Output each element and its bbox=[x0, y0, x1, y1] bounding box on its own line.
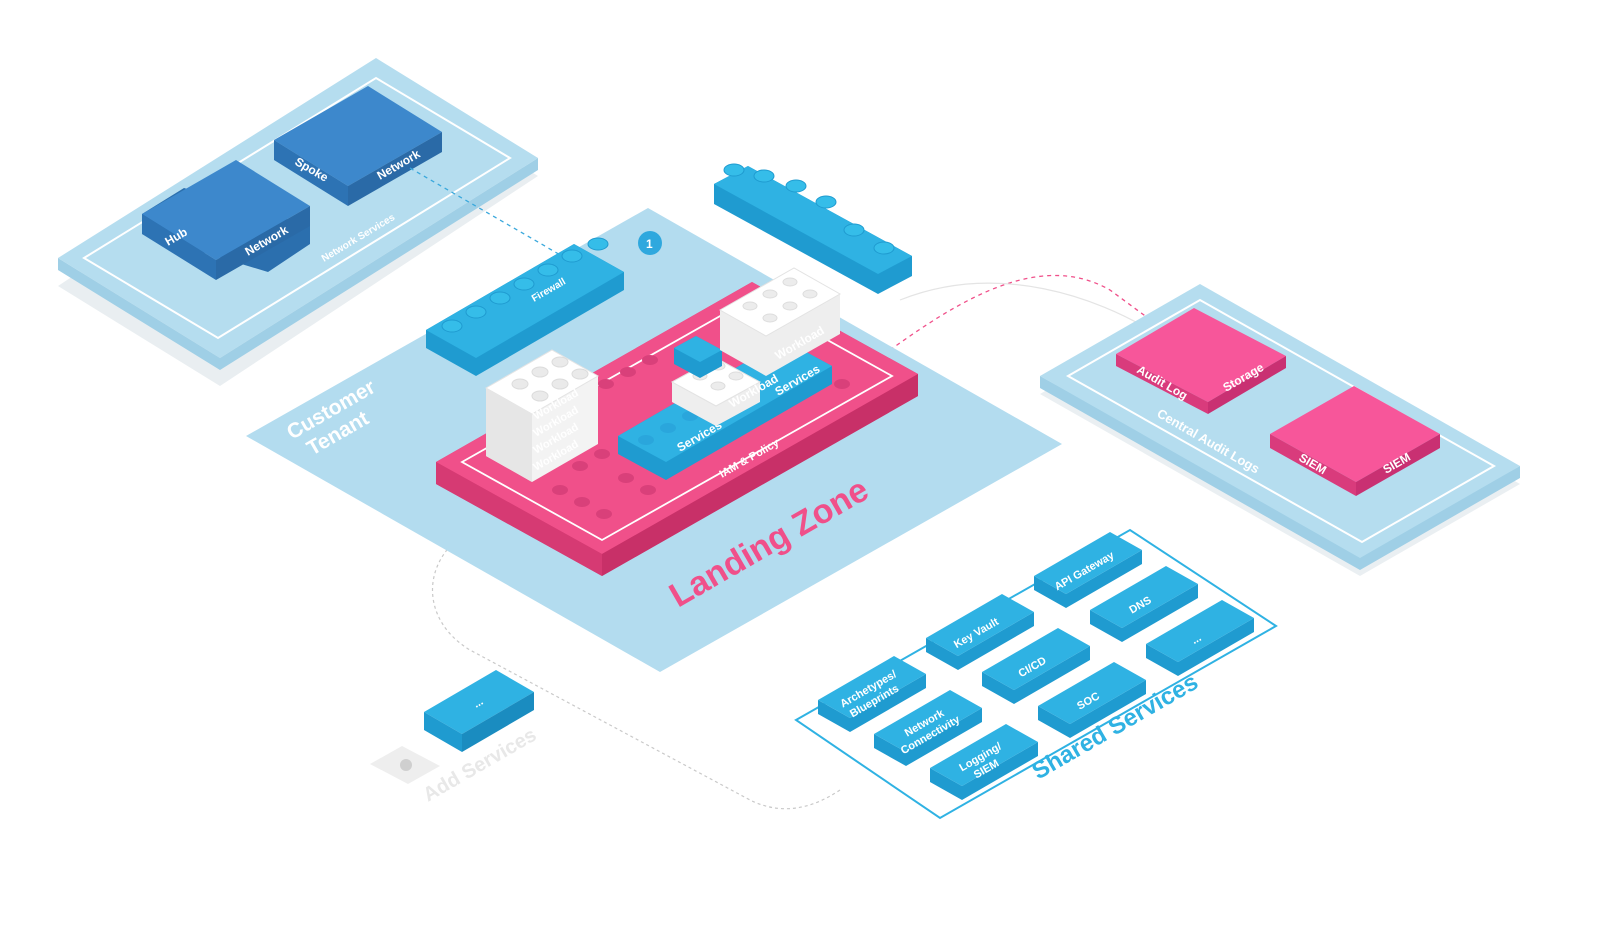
add-services-outline bbox=[431, 529, 841, 810]
shared-service-tile-top[interactable] bbox=[982, 628, 1090, 690]
spoke-network-tile-right bbox=[348, 132, 442, 206]
central-audit-group: Audit Log Storage SIEM SIEM Central Audi… bbox=[1040, 284, 1520, 576]
shared-service-tile-side bbox=[818, 674, 926, 732]
shared-service-tile-side bbox=[1090, 584, 1198, 642]
floating-brick bbox=[714, 163, 912, 294]
spoke-to-landing-connector bbox=[409, 167, 691, 331]
shared-service-tile-top[interactable] bbox=[1090, 566, 1198, 628]
add-services-plus-icon[interactable] bbox=[400, 759, 412, 771]
firewall-studs bbox=[441, 237, 609, 333]
spoke-network-tile bbox=[274, 86, 442, 186]
landing-to-audit-connector bbox=[889, 274, 1149, 351]
add-services-group: ... Add Services bbox=[370, 670, 540, 806]
add-services-block-left bbox=[424, 712, 462, 752]
hub-network-tile-left bbox=[142, 214, 216, 280]
firewall-brick: Firewall bbox=[426, 237, 624, 376]
floating-brick-top bbox=[714, 166, 912, 274]
step-badge bbox=[638, 231, 662, 255]
shared-service-tile-top[interactable] bbox=[1034, 532, 1142, 594]
shared-service-tile[interactable]: Key Vault bbox=[926, 594, 1034, 670]
step-badge-label: 1 bbox=[646, 237, 653, 251]
add-services-block[interactable] bbox=[424, 670, 534, 734]
shared-services-border bbox=[794, 528, 1278, 820]
shared-service-tile-top[interactable] bbox=[1146, 600, 1254, 662]
landing-zone-left-face bbox=[436, 462, 602, 576]
outline-arc bbox=[899, 282, 1151, 331]
landing-zone-right-face bbox=[602, 374, 918, 576]
shared-service-tile[interactable]: DNS bbox=[1090, 566, 1198, 642]
services-bricks: Services Services Workload Workload bbox=[618, 267, 842, 480]
workload-top-top bbox=[718, 267, 842, 337]
audit-log-tile-right bbox=[1208, 356, 1286, 414]
shared-service-tile-side bbox=[982, 646, 1090, 704]
spoke-network-tile-left bbox=[274, 140, 348, 206]
shared-service-tile-side bbox=[874, 708, 982, 766]
shared-service-tile-top[interactable] bbox=[874, 690, 982, 752]
audit-log-tile bbox=[1116, 308, 1286, 402]
shared-service-tile[interactable]: Logging/SIEM bbox=[930, 724, 1038, 800]
siem-tile-right bbox=[1356, 434, 1440, 496]
shared-service-tile-side bbox=[1034, 550, 1142, 608]
shared-service-tile-side bbox=[1146, 618, 1254, 676]
landing-zone-border bbox=[460, 296, 894, 542]
workload-stack: Workload Workload Workload Workload bbox=[484, 349, 600, 482]
workload-stack-top bbox=[484, 349, 600, 415]
shared-service-tile[interactable]: ... bbox=[1146, 600, 1254, 676]
shared-service-tile-top[interactable] bbox=[930, 724, 1038, 786]
shared-service-tile-side bbox=[1038, 680, 1146, 738]
shared-service-tile-top[interactable] bbox=[818, 656, 926, 718]
audit-platform-border bbox=[1065, 298, 1497, 544]
shared-service-tile-top[interactable] bbox=[1038, 662, 1146, 724]
shared-service-tile-side bbox=[926, 612, 1034, 670]
firewall-brick-top bbox=[426, 244, 624, 358]
shared-service-tile-side bbox=[930, 742, 1038, 800]
hub-network-tile-right bbox=[216, 206, 310, 280]
siem-tile bbox=[1270, 386, 1440, 482]
add-services-block-right bbox=[462, 692, 534, 752]
siem-tile-left bbox=[1270, 434, 1356, 496]
hub-network-tile bbox=[142, 160, 310, 260]
workload-stack-studs bbox=[511, 356, 589, 402]
workload-stack-left bbox=[486, 388, 532, 482]
network-services-group: Hub Network Spoke Network Network Servic… bbox=[58, 58, 538, 386]
workload-top-studs bbox=[742, 277, 818, 323]
shared-service-tile-top[interactable] bbox=[926, 594, 1034, 656]
cyan-mini-brick bbox=[674, 336, 722, 362]
shared-service-tile[interactable]: CI/CD bbox=[982, 628, 1090, 704]
floating-brick-studs bbox=[723, 163, 895, 255]
shared-service-tile[interactable]: SOC bbox=[1038, 662, 1146, 738]
audit-log-tile-left bbox=[1116, 354, 1208, 414]
